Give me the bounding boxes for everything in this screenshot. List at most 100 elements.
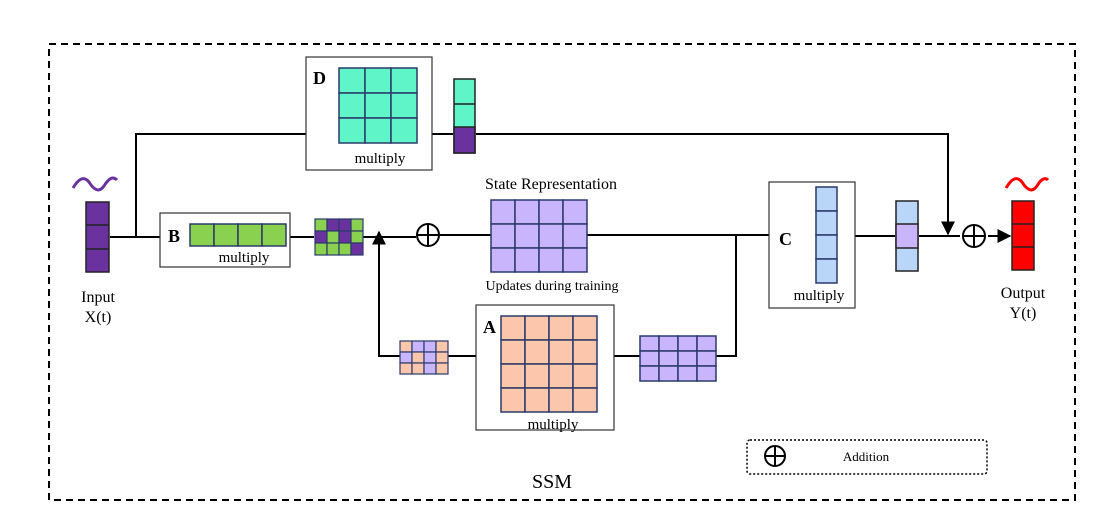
a-multiply-label: multiply [528,417,579,433]
line-skip-d-path [135,133,306,237]
bx-grid-cell [350,242,364,256]
d-matrix-cell [364,92,392,119]
add-node-state [416,223,440,247]
a-matrix-cell [524,315,550,341]
a-out-grid-cell [639,335,660,352]
d-matrix-cell [390,67,418,94]
a-feedback-grid [399,340,449,375]
state-matrix-cell [490,247,516,273]
b-row-vector [189,223,287,247]
bx-grid-cell [314,242,328,256]
input-wave-icon [71,176,119,192]
d-matrix-cell [364,117,392,144]
a-matrix-cell [524,387,550,413]
state-caption: Updates during training [486,279,619,294]
state-matrix-cell [562,223,588,249]
a-small-grid-cell [423,351,437,364]
c-letter: C [779,229,792,249]
bx-grid-cell [350,230,364,244]
a-matrix-cell [548,315,574,341]
a-small-grid-cell [399,340,413,353]
state-block: State Representation Updates during trai… [485,176,618,294]
state-matrix-cell [490,199,516,225]
a-matrix-cell [572,363,598,389]
a-small-grid-cell [435,340,449,353]
c-vector-cell [815,210,838,236]
a-small-grid-cell [435,351,449,364]
d-letter: D [313,68,326,88]
a-output-grid [639,335,717,382]
d-matrix [338,67,418,144]
state-matrix-cell [490,223,516,249]
a-matrix-cell [548,387,574,413]
a-small-grid-cell [423,340,437,353]
c-column-vector [815,186,838,284]
state-matrix-cell [538,223,564,249]
state-matrix-cell [538,199,564,225]
legend-box [746,439,988,475]
a-matrix-cell [524,363,550,389]
output-node: Output Y(t) [1001,177,1050,322]
c-vector-cell [815,258,838,284]
bx-grid-cell [338,242,352,256]
a-out-grid-cell [658,365,679,382]
c-box [768,181,856,309]
a-small-grid-cell [399,362,413,375]
c-output-vector [895,200,919,272]
d-matrix-cell [390,92,418,119]
a-matrix-cell [548,363,574,389]
a-small-grid-cell [399,351,413,364]
bx-grid-cell [326,230,340,244]
b-vector-cell [189,223,215,247]
bx-grid-cell [314,230,328,244]
d-matrix-cell [338,92,366,119]
line-d-vector-to-sum [476,133,955,236]
a-small-grid-cell [411,351,425,364]
a-block: A multiply [475,304,615,433]
a-out-grid-cell [696,335,717,352]
bx-grid-cell [338,218,352,232]
state-matrix-cell [562,199,588,225]
state-matrix-cell [514,199,540,225]
connection-lines [110,133,1012,357]
d-matrix-cell [390,117,418,144]
d-block: D multiply [305,56,476,171]
output-label: Output [1001,285,1046,302]
a-small-grid-cell [411,362,425,375]
output-wave-icon [1004,177,1050,192]
legend: Addition [746,439,988,475]
b-input-grid [314,218,364,256]
output-vector [1011,200,1035,271]
bx-grid-cell [314,218,328,232]
a-out-grid-cell [677,350,698,367]
state-matrix-cell [538,247,564,273]
a-matrix-cell [500,387,526,413]
c-vector-cell [815,234,838,260]
d-multiply-label: multiply [355,151,406,167]
a-out-grid-cell [696,350,717,367]
a-out-grid-cell [639,350,660,367]
a-matrix-cell [524,339,550,365]
legend-addition-label: Addition [843,449,890,464]
a-out-grid-cell [696,365,717,382]
line-state-to-a-loop [714,235,737,357]
c-vector-cell [815,186,838,212]
b-vector-cell [237,223,263,247]
add-node-output [962,224,986,248]
b-multiply-label: multiply [219,250,270,266]
a-out-grid-cell [658,335,679,352]
a-small-grid-cell [411,340,425,353]
b-vector-cell [261,223,287,247]
a-out-grid-cell [658,350,679,367]
b-block: B multiply [159,212,291,268]
a-matrix-cell [500,315,526,341]
input-sublabel: X(t) [85,309,112,326]
a-matrix-cell [572,339,598,365]
input-node: Input X(t) [71,176,119,326]
state-title: State Representation [485,176,617,193]
b-vector-cell [213,223,239,247]
ssm-frame [48,43,1076,501]
d-matrix-cell [338,117,366,144]
